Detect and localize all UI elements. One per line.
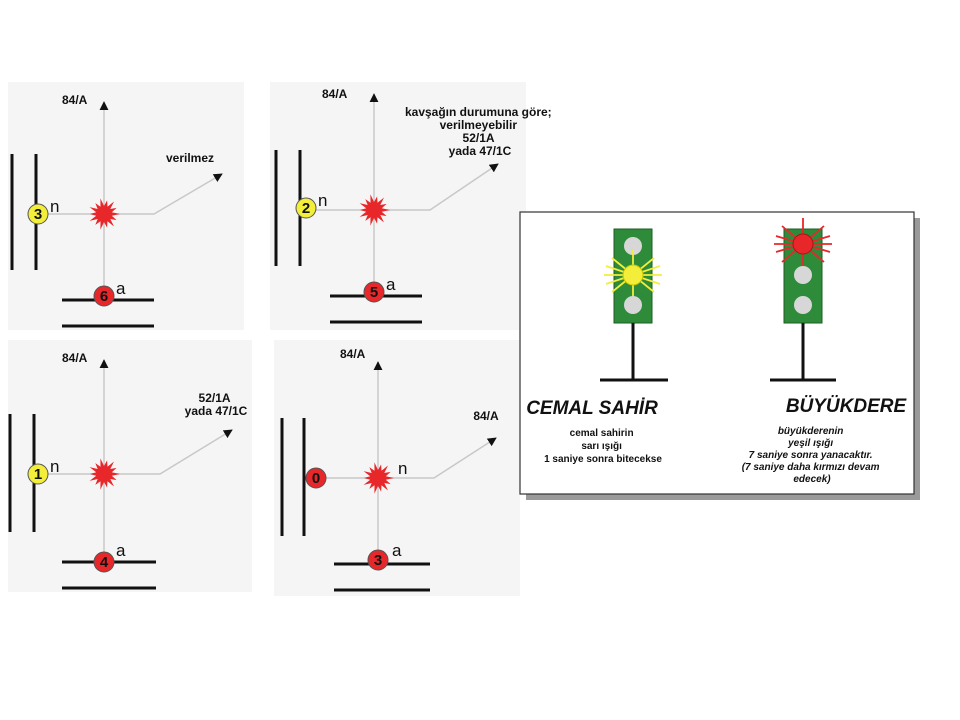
left-signal-circle [295,197,317,219]
up-label: 84/A [340,347,366,361]
panel-4: 84/A 84/A 0 n 3 a [274,340,520,596]
arrow-diagonal [374,163,499,211]
diagonal-label: verilmez [166,151,214,165]
left-signal-number: 3 [34,206,42,223]
panel-1: 84/A verilmez 3 n 6 a [8,82,244,330]
starburst-icon [89,458,120,490]
bottom-signal-number: 3 [374,552,382,569]
bottom-signal-suffix: a [386,275,396,294]
left-signal-suffix: n [50,457,59,476]
legend-title-cemal-sahir: CEMAL SAHİR [526,398,658,419]
lamp-bottom [624,296,642,314]
traffic-light-buyukdere [770,218,836,382]
bottom-signal-circle [367,549,389,571]
bottom-signal-circle [93,285,115,307]
left-signal-suffix: n [318,191,327,210]
lamp-middle-lit [622,264,644,286]
arrow-diagonal [378,437,497,479]
lamp-top [624,237,642,255]
starburst-icon [359,194,390,226]
up-label: 84/A [322,87,348,101]
left-signal-suffix: n [50,197,59,216]
bottom-signal-suffix: a [116,279,126,298]
legend-title-buyukdere: BÜYÜKDERE [786,396,908,417]
panel-background [8,340,252,592]
legend-box: CEMAL SAHİR cemal sahirin sarı ışığı 1 s… [519,211,920,500]
left-signal-number: 2 [302,200,310,217]
lamp-top-lit [792,233,814,255]
arrow-diagonal [104,429,233,475]
bottom-signal-circle [93,551,115,573]
up-label: 84/A [62,93,88,107]
left-signal-suffix: n [398,459,407,478]
diagonal-label: 52/1A yada 47/1C [185,391,248,418]
bottom-signal-suffix: a [116,541,126,560]
legend-frame [519,211,915,495]
legend-desc-cemal-sahir: cemal sahirin sarı ışığı 1 saniye sonra … [544,428,662,465]
starburst-icon [89,198,120,230]
left-signal-number: 0 [312,470,320,487]
left-signal-circle [305,467,327,489]
left-signal-number: 1 [34,466,42,483]
bottom-signal-number: 4 [100,554,109,571]
panel-3: 84/A 52/1A yada 47/1C 1 n 4 a [8,340,252,592]
panel-background [8,82,244,330]
diagonal-label: 84/A [473,409,499,423]
bottom-signal-circle [363,281,385,303]
bottom-signal-number: 5 [370,284,378,301]
panel-2: 84/A kavşağın durumuna göre; verilmeyebi… [270,82,555,330]
left-signal-circle [27,463,49,485]
bottom-signal-suffix: a [392,541,402,560]
lamp-bottom [794,296,812,314]
diagonal-label: kavşağın durumuna göre; verilmeyebilir 5… [405,105,555,158]
legend-desc-buyukdere: büyükderenin yeşil ışığı 7 saniye sonra … [742,426,883,485]
starburst-icon [363,462,394,494]
bottom-signal-number: 6 [100,288,108,305]
arrow-diagonal [104,173,223,215]
left-signal-circle [27,203,49,225]
up-label: 84/A [62,351,88,365]
traffic-light-cemal-sahir [600,228,668,382]
lamp-middle [794,266,812,284]
